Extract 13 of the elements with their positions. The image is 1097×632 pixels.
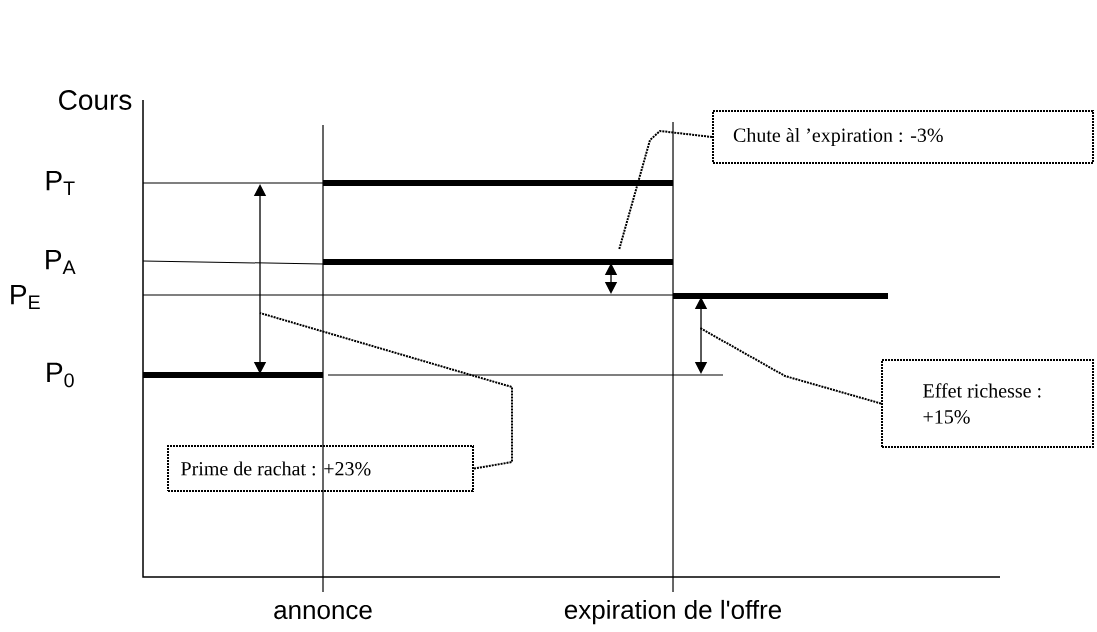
callout-box: Effet richesse : +15% — [881, 359, 1094, 448]
axis-label: Cours — [59, 90, 132, 110]
callout-box: Chute àl ’expiration : -3% — [712, 110, 1094, 164]
axis-label: P$_{0}$ — [47, 362, 74, 388]
axis-label: annonce — [274, 604, 372, 620]
leader-line — [618, 129, 713, 251]
axis-label: P$_{T}$ — [46, 170, 75, 196]
axis-label: P$_{E}$ — [11, 284, 40, 310]
axis-label: P$_{A}$ — [46, 249, 76, 275]
callout-box: Prime de rachat : +23% — [167, 445, 474, 492]
leader-line — [699, 327, 882, 405]
leader-line — [259, 312, 513, 470]
axis-label: expiration de l'offre — [564, 599, 782, 625]
